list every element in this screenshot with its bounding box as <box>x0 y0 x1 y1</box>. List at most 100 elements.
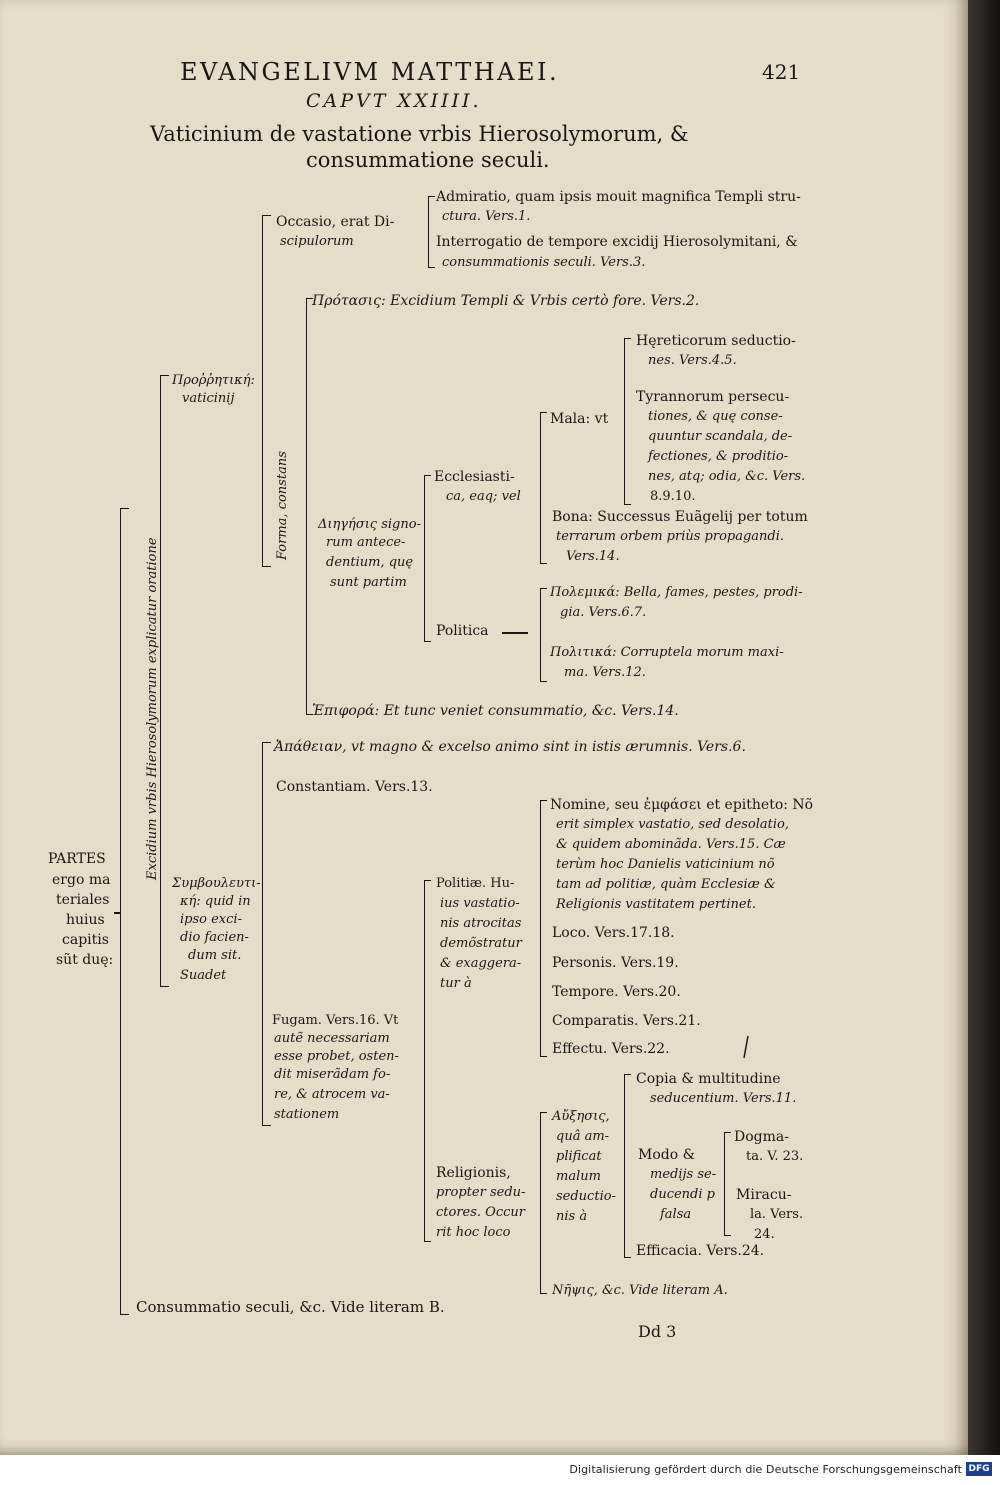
running-title: EVANGELIVM MATTHAEI. <box>180 58 560 86</box>
partes-line: PARTES <box>48 851 106 867</box>
partes-line: teriales <box>56 892 110 908</box>
forma-vertical: Forma, constans <box>275 451 290 560</box>
ecclesiastica-bracket <box>540 412 547 564</box>
nomine-text: tam ad politiæ, quàm Ecclesiæ & <box>556 877 776 892</box>
interrogatio-text: consummationis seculi. Vers.3. <box>442 255 646 270</box>
excidium-vertical: Excidium vrbis Hierosolymorum explicatur… <box>145 537 160 880</box>
footer-bar: Digitalisierung gefördert durch die Deut… <box>0 1455 1000 1485</box>
nepsis-text: Νῆψις, &c. Vide literam A. <box>552 1283 728 1298</box>
tyrannorum-text: fectiones, & proditio- <box>648 449 789 464</box>
prophetike-bracket <box>262 215 271 567</box>
miracula-text: la. Vers. <box>750 1207 804 1222</box>
book-page: EVANGELIVM MATTHAEI. 421 CAPVT XXIIII. V… <box>0 0 968 1455</box>
bona-text: terrarum orbem priùs propagandi. <box>556 529 785 544</box>
efficacia-text: Efficacia. Vers.24. <box>636 1243 765 1259</box>
copia-text: Copia & multitudine <box>636 1071 781 1087</box>
ecclesiastica-label: ca, eaq; vel <box>446 489 521 504</box>
nomine-text: terùm hoc Danielis vaticinium nõ <box>556 857 775 872</box>
diegesis-label: dentium, quę <box>326 555 414 570</box>
auxesis-label: quâ am- <box>556 1129 610 1144</box>
tyrannorum-text: quuntur scandala, de- <box>648 429 793 444</box>
diegesis-label: rum antece- <box>326 535 406 550</box>
diegesis-label: sunt partim <box>330 575 407 590</box>
modo-label: Modo & <box>638 1147 696 1163</box>
comparatis-text: Comparatis. Vers.21. <box>552 1013 701 1029</box>
diegesis-bracket <box>424 475 431 642</box>
admiratio-text: ctura. Vers.1. <box>442 209 531 224</box>
symbouleutike-label: Συμβουλευτι- <box>172 876 261 891</box>
politiae-label: ius vastatio- <box>440 896 520 911</box>
religionis-bracket <box>540 1112 547 1294</box>
polemika-text: Πολεμικά: Bella, fames, pestes, prodi- <box>550 585 803 600</box>
nomine-text: Religionis vastitatem pertinet. <box>556 897 756 912</box>
excidium-bracket <box>160 375 169 987</box>
mala-label: Mala: vt <box>550 411 609 427</box>
religionis-label: ctores. Occur <box>436 1205 525 1220</box>
fugam-bracket <box>424 880 431 1242</box>
auxesis-label: seductio- <box>556 1189 616 1204</box>
religionis-label: rit hoc loco <box>436 1225 511 1240</box>
symbouleutike-label: Suadet <box>180 968 227 983</box>
dfg-logo: DFG <box>966 1462 992 1476</box>
chapter-heading: CAPVT XXIIII. <box>306 90 482 112</box>
partes-line: sũt duę: <box>56 952 114 968</box>
fugam-text: autẽ necessariam <box>274 1031 390 1046</box>
signature-mark: Dd 3 <box>638 1322 677 1341</box>
bracket-point <box>114 912 121 914</box>
occasio-label: scipulorum <box>280 234 354 249</box>
ecclesiastica-label: Ecclesiasti- <box>434 469 515 485</box>
occasio-bracket <box>428 196 435 268</box>
religionis-label: Religionis, <box>436 1165 511 1181</box>
prophetike-label: vaticinij <box>182 391 235 406</box>
constantiam-text: Constantiam. Vers.13. <box>276 779 433 795</box>
occasio-label: Occasio, erat Di- <box>276 214 395 230</box>
auxesis-label: Αὔξησις, <box>552 1109 610 1124</box>
symbouleutike-label: dum sit. <box>188 948 242 963</box>
tyrannorum-text: Tyrannorum persecu- <box>636 389 790 405</box>
religionis-label: propter sedu- <box>436 1185 526 1200</box>
effectu-text: Effectu. Vers.22. <box>552 1041 670 1057</box>
auxesis-label: nis à <box>556 1209 588 1224</box>
symbouleutike-label: κή: quid in <box>180 894 251 909</box>
politica-dash <box>502 632 528 634</box>
auxesis-bracket <box>624 1074 631 1258</box>
dogmata-text: ta. V. 23. <box>746 1149 804 1164</box>
politiae-label: & exaggera- <box>440 956 522 971</box>
interrogatio-text: Interrogatio de tempore excidij Hierosol… <box>436 234 798 250</box>
hereticorum-text: nes. Vers.4.5. <box>648 353 737 368</box>
consummatio-text: Consummatio seculi, &c. Vide literam B. <box>136 1298 445 1316</box>
copia-text: seducentium. Vers.11. <box>650 1091 797 1106</box>
politiae-label: Politiæ. Hu- <box>436 876 515 891</box>
title-line-2: consummatione seculi. <box>306 148 550 172</box>
symbouleutike-label: dio facien- <box>180 930 249 945</box>
miracula-text: Miracu- <box>736 1187 792 1203</box>
tyrannorum-text: tiones, & quę conse- <box>648 409 783 424</box>
nomine-text: & quidem abominãda. Vers.15. Cæ <box>556 837 786 852</box>
politiae-label: tur à <box>440 976 472 991</box>
partes-line: ergo ma <box>52 872 111 888</box>
main-bracket <box>120 508 129 1315</box>
politika-text: Πολιτικά: Corruptela morum maxi- <box>550 645 784 660</box>
fugam-text: esse probet, osten- <box>274 1049 399 1064</box>
footer-credit: Digitalisierung gefördert durch die Deut… <box>569 1463 962 1476</box>
dogmata-text: Dogma- <box>734 1129 789 1145</box>
symbouleutike-label: ipso exci- <box>180 912 242 927</box>
politika-text: ma. Vers.12. <box>564 665 646 680</box>
symbouleutike-bracket <box>262 742 271 1126</box>
admiratio-text: Admiratio, quam ipsis mouit magnifica Te… <box>436 189 801 205</box>
hereticorum-text: Hęreticorum seductio- <box>636 333 796 349</box>
auxesis-label: plificat <box>556 1149 602 1164</box>
nomine-text: Nomine, seu ἐμφάσει et epitheto: Nõ <box>550 797 814 813</box>
tyrannorum-text: nes, atq; odia, &c. Vers. <box>648 469 806 484</box>
page-number: 421 <box>762 60 801 84</box>
modo-label: medijs se- <box>650 1167 717 1182</box>
miracula-text: 24. <box>754 1227 775 1242</box>
fugam-text: re, & atrocem va- <box>274 1087 390 1102</box>
partes-line: huius <box>66 912 105 928</box>
apatheian-text: Ἀπάθειαν, vt magno & excelso animo sint … <box>274 739 746 755</box>
forma-bracket <box>306 298 313 715</box>
bona-text: Vers.14. <box>566 549 620 564</box>
book-gutter <box>968 0 1000 1455</box>
auxesis-label: malum <box>556 1169 601 1184</box>
protasis-text: Πρότασις: Excidium Templi & Vrbis certò … <box>312 293 700 309</box>
